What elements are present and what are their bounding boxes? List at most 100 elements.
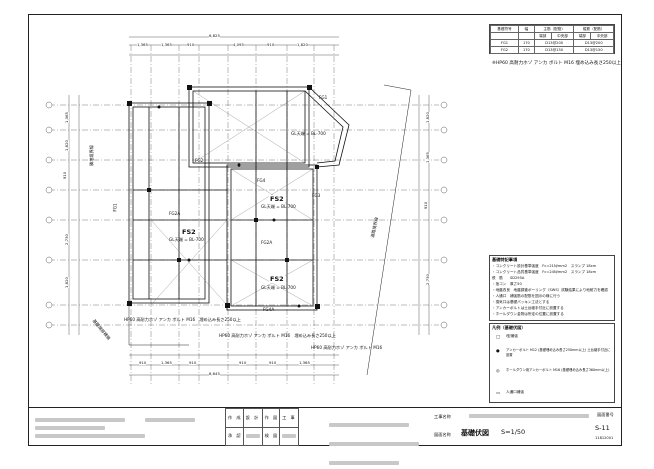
slab-label: FS2 [181,228,197,236]
legend-text: I型補強 [506,334,518,338]
footing-subheader: 中央部 [550,32,575,40]
right-dim: 1,365 [424,152,430,163]
legend-panel: 凡例（基礎伏図） □ I型補強 ● アンカーボルト M12 (基礎埋め込み長さ2… [489,323,615,403]
stamp-header: 作 図 [261,408,281,428]
level-text: GL天端 = BL-700 [261,285,296,290]
drawing-number: S-11 [595,424,610,432]
drawing-title: 基礎伏図 [461,429,489,437]
level-text: GL天端 = BL-700 [169,237,204,242]
footing-width: 170 [517,39,535,47]
beam-label: FG2A [169,211,181,216]
stamp-header: 作 成 [225,408,244,428]
legend-text: アンカーボルト M12 (基礎埋め込み長さ250mm以上) 土台継手付近に設置 [506,348,611,357]
left-dim: 1,365 [63,112,69,123]
note-item: ・人通口 補強筋の配筋を図示の様に行う [492,294,561,298]
beam-label: FG1 [112,203,118,212]
note-item: ・ホールダウン金物は所定の位置に設置する [492,312,564,316]
stamp-header: 設 計 [242,408,263,428]
anchor-callout: HP60 高耐力ホゾ アンカ ボルト M16 [311,345,383,350]
legend-symbol: ◎ [496,368,500,373]
title-block: 作 成 設 計 作 図 工 事 承 認 検 図 工事名称 図面名称 基礎伏図 S… [29,407,621,465]
legend-symbol: ▭ [496,390,500,395]
level-text: GL天端 = BL-700 [261,204,296,209]
legend-text: ホールダウン用アンカーボルト M16 (基礎埋め込み長さ360mm以上) [506,368,610,372]
left-dim: 910 [62,171,68,180]
stamp-header: 工 事 [279,408,300,428]
top-dim: 1,365 [161,42,172,47]
project-label: 工事名称 [434,414,451,419]
footing-header: 主筋（配筋） [533,25,575,33]
footing-vert: D13@200 [573,39,614,47]
overall-top-dim: 6,825 [209,33,220,38]
anchor-callout: HP60 高耐力ホゾ アンカ ボルト M16 埋め込み長さ250以上 [124,317,241,322]
foundation-plan [45,36,448,385]
left-dim: 2,730 [63,234,69,245]
approve-label: 承 認 [225,426,244,446]
overall-bottom-dim: 8,645 [209,371,220,376]
beam-label: FG4A [263,307,275,312]
legend-text: 人通口補強 [506,390,524,394]
bottom-dim: 1,365 [161,360,172,365]
legend-title: 凡例（基礎伏図） [492,325,526,330]
number-label: 図面番号 [597,412,614,417]
top-dim: 4,095 [233,42,244,47]
project-office [329,412,429,469]
right-dim: 2,730 [424,274,430,285]
notes-panel: 基礎特記事項 ・コンクリート設計基準強度 Fc=21N/mm2 スランプ 18c… [489,255,615,321]
anchor-callout: HP60 高耐力ホゾ アンカ ボルト M16 埋め込み長さ250以上 [219,333,336,338]
footing-header: 縦筋（配筋） [573,25,614,33]
note-item: ・地盤改良 地盤調査ボーリング（SWS）試験結果により地耐力を確認 [492,288,608,292]
bottom-dim: 910 [269,360,277,365]
slab-label: FS2 [269,195,285,203]
note-item: ・換気口は基礎パッキン工法とする [492,300,550,304]
footing-subheader: 端部 [573,32,592,40]
note-item: ・アンカーボルトは土台継手付近に設置する [492,306,564,310]
slab-label: FS2 [269,275,285,283]
footing-main: D13@150 [533,46,575,54]
footing-code: FG1 [490,39,519,47]
footing-code: FG2 [490,46,519,54]
level-text: GL天端 = BL-700 [291,131,326,136]
right-dim: 910 [423,201,429,210]
footing-vert: D13@150 [573,46,614,54]
notes-title: 基礎特記事項 [492,257,518,262]
left-dim: 1,820 [63,277,69,288]
top-dim: 1,820 [297,42,308,47]
footing-subheader: 端部 [533,32,552,40]
footing-main: D13@200 [533,39,575,47]
drawing-sheet: 6,825 1,365 1,365 910 4,095 910 1,820 91… [28,14,622,465]
top-dim: 910 [267,42,275,47]
company-info [35,414,221,440]
anchor-note: ※HP60 高耐力ホゾ アンカ ボルト M16 埋め込み長さ250以上 [492,61,621,66]
note-item: 鉄 筋 SD295A [492,276,525,280]
beam-label: FG3 [312,193,321,198]
beam-label: FG4 [257,178,266,183]
top-dim: 1,365 [137,42,148,47]
drawing-scale: S=1/50 [501,428,526,436]
footing-subheader: 中央部 [590,32,614,40]
drawing-label: 図面名称 [434,432,451,437]
bottom-dim: 1,365 [299,360,310,365]
left-boundary-note: 隣地境界線 [88,145,94,166]
bottom-dim: 910 [189,360,197,365]
sheet-sub: 11812001 [595,436,614,440]
footing-width: 170 [517,46,535,54]
note-item: ・捨コン 厚さ50 [492,282,522,286]
note-item: ・コンクリート品質基準強度 Fc=24N/mm2 スランプ 18cm [492,270,597,274]
legend-symbol: □ [496,334,500,339]
note-item: ・コンクリート設計基準強度 Fc=21N/mm2 スランプ 18cm [492,264,597,268]
left-dim: 1,820 [63,140,69,151]
legend-symbol: ● [496,348,500,353]
stamp-table: 作 成 設 計 作 図 工 事 承 認 検 図 [225,408,300,446]
beam-label: FG1 [319,95,328,100]
table-row: FG2 170 D13@150 D13@150 [490,46,614,54]
beam-label: FG2A [261,240,273,245]
bottom-dim: 910 [239,360,247,365]
top-dim: 910 [187,42,195,47]
footing-table: 基礎符号 幅 主筋（配筋） 縦筋（配筋） 端部 中央部 端部 中央部 FG1 1… [489,24,615,54]
beam-label: FG2 [195,158,204,163]
bottom-dim: 910 [139,360,147,365]
check-label: 検 図 [261,426,281,446]
right-dim: 1,820 [424,112,430,123]
footing-header: 基礎符号 [490,25,519,33]
